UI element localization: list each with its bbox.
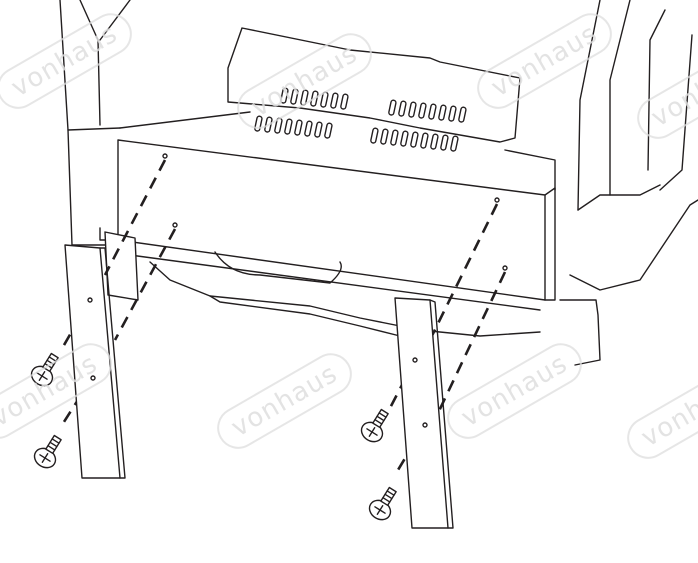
vent-slots [254,87,467,152]
screw [368,486,397,521]
right-leg [394,297,454,529]
cabinet-left-side [59,0,131,246]
base-box [99,111,556,337]
left-leg [64,244,126,479]
screw [360,408,389,443]
screw [33,434,62,469]
left-mount-block [104,231,139,301]
top-vent-panel [227,27,521,152]
cabinet-right-side [559,0,698,366]
screw [30,352,59,387]
